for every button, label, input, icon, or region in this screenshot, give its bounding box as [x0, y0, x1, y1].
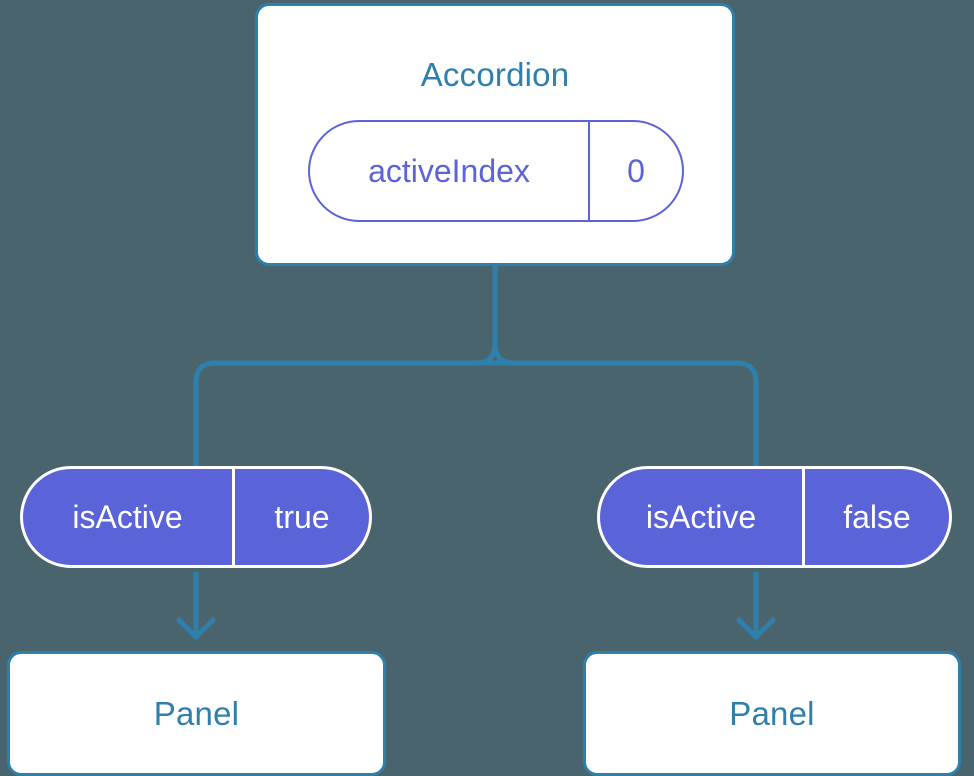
accordion-node-label: Accordion [420, 56, 570, 93]
arrow-left-head [176, 617, 216, 640]
panel-node-left[interactable]: Panel [7, 651, 386, 776]
connector-stem-mirror [473, 341, 498, 366]
prop-pill-isactive-false-key: isActive [645, 499, 757, 535]
connector-branch-right [492, 360, 759, 469]
connector-branch-left [193, 360, 498, 469]
prop-pill-activeindex-key: activeIndex [368, 153, 530, 189]
prop-pill-isactive-true[interactable]: isActive true [20, 466, 372, 568]
connector-stem [492, 263, 517, 366]
panel-node-right[interactable]: Panel [583, 651, 961, 776]
prop-pill-activeindex-value: 0 [588, 122, 682, 220]
prop-pill-isactive-true-value: true [232, 469, 369, 565]
panel-node-left-label: Panel [153, 695, 240, 732]
prop-pill-isactive-false-value: false [802, 469, 949, 565]
arrow-right-head [736, 617, 776, 640]
prop-pill-isactive-true-key: isActive [72, 499, 183, 535]
panel-node-right-label: Panel [729, 695, 815, 732]
prop-pill-isactive-false[interactable]: isActive false [597, 466, 952, 568]
prop-pill-activeindex[interactable]: activeIndex 0 [308, 120, 684, 222]
